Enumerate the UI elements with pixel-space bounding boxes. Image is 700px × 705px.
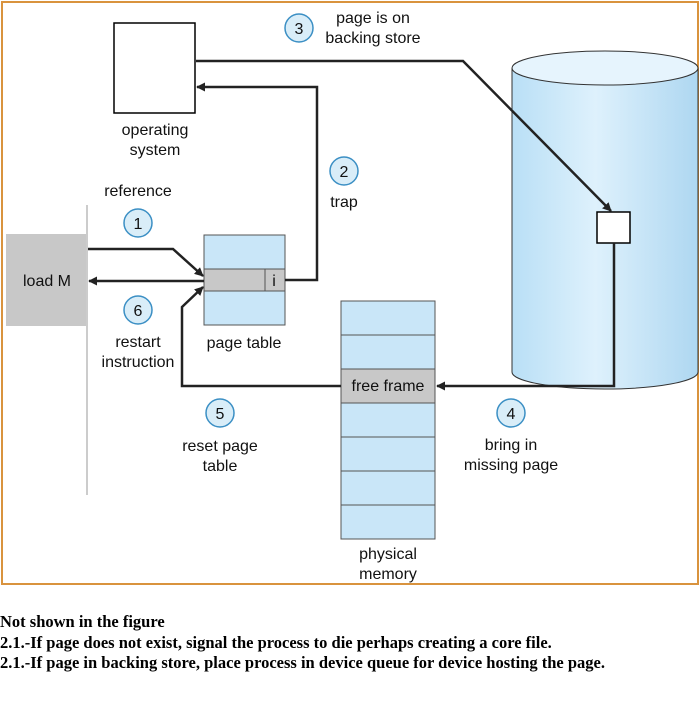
page-table-label: page table	[207, 335, 282, 352]
step-5-badge: 5	[205, 398, 235, 428]
step-5-label-line1: reset page	[182, 438, 258, 455]
step-6-label-line2: instruction	[102, 354, 175, 371]
free-frame	[340, 368, 436, 404]
os-label-line1: operating	[122, 122, 189, 139]
physical-memory	[340, 300, 436, 540]
step-2-number: 2	[340, 164, 349, 181]
free-frame-label: free frame	[352, 378, 425, 395]
os-label-line2: system	[130, 142, 181, 159]
step-1-label: reference	[104, 183, 172, 200]
invalid-bit: i	[272, 273, 276, 290]
arrow-reference	[88, 247, 204, 277]
step-6-label-line1: restart	[115, 334, 161, 351]
memory-label-line2: memory	[359, 566, 417, 583]
arrow-trap	[196, 82, 319, 282]
step-3-badge: 3	[284, 13, 314, 43]
arrow-bring-in-page	[436, 243, 616, 391]
step-4-label-line1: bring in	[485, 437, 537, 454]
step-6-number: 6	[134, 303, 143, 320]
arrow-reset-page-table	[180, 286, 341, 388]
step-3-label-line2: backing store	[325, 30, 420, 47]
step-4-label-line2: missing page	[464, 457, 558, 474]
demand-paging-diagram: operating system load M i page table fre…	[1, 1, 699, 585]
step-3-number: 3	[295, 21, 304, 38]
step-1-badge: 1	[123, 208, 153, 238]
process-box	[6, 234, 86, 326]
step-5-label-line2: table	[203, 458, 238, 475]
step-6-badge: 6	[123, 295, 153, 325]
notes-section: Not shown in the figure 2.1.-If page doe…	[0, 612, 700, 674]
arrow-page-on-backing-store	[196, 59, 612, 212]
step-2-badge: 2	[329, 156, 359, 186]
memory-label-line1: physical	[359, 546, 417, 563]
load-m-instruction: load M	[23, 273, 71, 290]
step-5-number: 5	[216, 406, 225, 423]
step-3-label-line1: page is on	[336, 10, 410, 27]
step-4-badge: 4	[496, 398, 526, 428]
notes-line-2: 2.1.-If page in backing store, place pro…	[0, 653, 605, 672]
step-1-number: 1	[134, 216, 143, 233]
notes-line-1: 2.1.-If page does not exist, signal the …	[0, 632, 552, 652]
step-2-label: trap	[330, 194, 358, 211]
notes-heading: Not shown in the figure	[0, 612, 165, 631]
step-4-number: 4	[507, 406, 516, 423]
page-on-disk	[596, 211, 631, 244]
operating-system-box	[113, 22, 196, 114]
